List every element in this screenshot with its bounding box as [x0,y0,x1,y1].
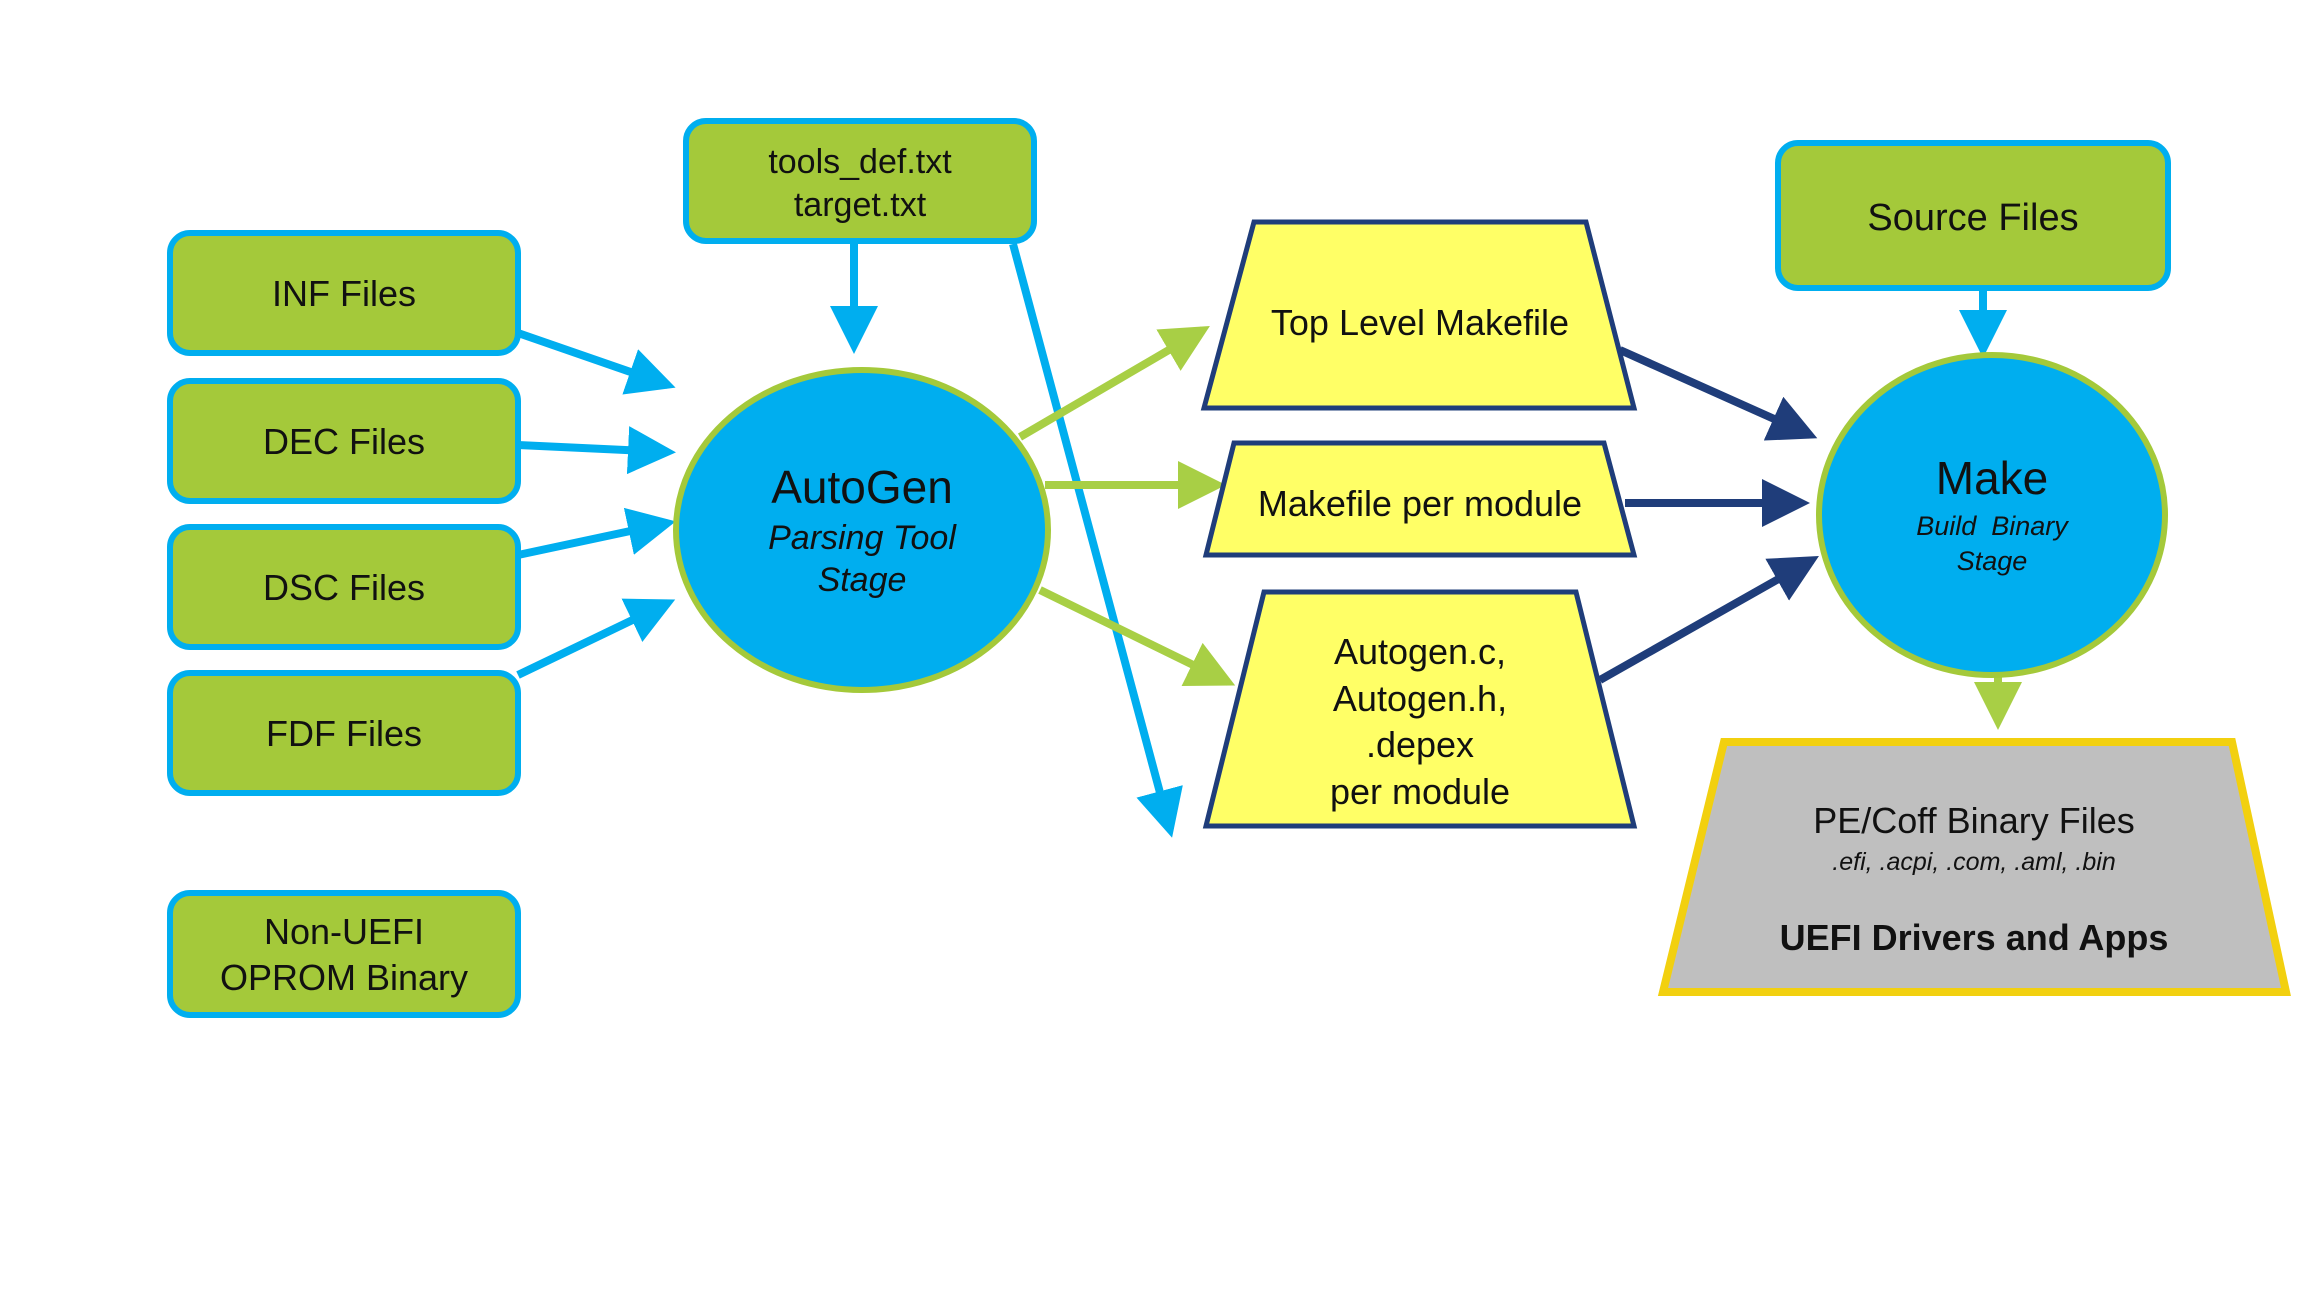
autogen-stage-circle: AutoGen Parsing Tool Stage [673,367,1051,693]
arrow-autogen-to-top-makefile [1017,325,1210,441]
arrow-fdf-to-autogen [516,598,676,679]
arrow-dsc-to-autogen [517,507,676,559]
config-box-line2: target.txt [794,186,927,224]
autogen-files-line4: per module [1330,771,1510,812]
input-box-fdf: FDF Files [167,670,521,796]
binary-files-box: PE/Coff Binary Files .efi, .acpi, .com, … [1657,738,2291,996]
input-box-dec: DEC Files [167,378,521,504]
config-box-line1: tools_def.txt [768,143,952,181]
input-box-dsc: DSC Files [167,524,521,650]
makefile-per-module-label: Makefile per module [1258,483,1582,524]
binary-files-footer: UEFI Drivers and Apps [1780,917,2169,958]
top-level-makefile-label: Top Level Makefile [1271,302,1569,343]
autogen-files-line1: Autogen.c, [1334,631,1506,672]
autogen-files-box: Autogen.c, Autogen.h, .depex per module [1202,589,1638,829]
autogen-subtitle-1: Parsing Tool [768,519,957,557]
arrow-autogen-to-autogen-files [1038,586,1236,686]
input-box-fdf-label: FDF Files [266,713,422,754]
makefile-per-module-box: Makefile per module [1202,440,1638,558]
input-box-inf: INF Files [167,230,521,356]
make-subtitle-2: Stage [1957,546,2028,576]
make-title: Make [1936,452,2048,504]
input-box-oprom-line2: OPROM Binary [220,957,468,998]
input-box-inf-label: INF Files [272,273,416,314]
arrow-inf-to-autogen [516,329,676,395]
binary-files-title: PE/Coff Binary Files [1813,800,2134,841]
autogen-files-line2: Autogen.h, [1333,678,1507,719]
input-box-oprom-line1: Non-UEFI [264,911,424,952]
make-subtitle-1: Build Binary [1916,511,2069,541]
arrow-dec-to-autogen [517,426,676,475]
input-box-dec-label: DEC Files [263,421,425,462]
arrow-top-makefile-to-make [1618,346,1818,441]
input-box-oprom: Non-UEFI OPROM Binary [167,890,521,1018]
top-level-makefile-box: Top Level Makefile [1200,219,1638,411]
input-box-dsc-label: DSC Files [263,567,425,608]
source-files-label: Source Files [1867,197,2078,239]
autogen-title: AutoGen [771,461,953,513]
autogen-files-line3: .depex [1366,724,1474,765]
source-files-box: Source Files [1775,140,2171,291]
autogen-subtitle-2: Stage [818,561,907,599]
arrow-config-to-make-stage [1009,242,1183,838]
binary-files-extensions: .efi, .acpi, .com, .aml, .bin [1832,848,2115,876]
make-stage-circle: Make Build Binary Stage [1816,352,2168,678]
arrow-autogen-files-to-make [1598,556,1819,684]
config-box: tools_def.txt target.txt [683,118,1037,244]
arrows [516,242,2022,838]
